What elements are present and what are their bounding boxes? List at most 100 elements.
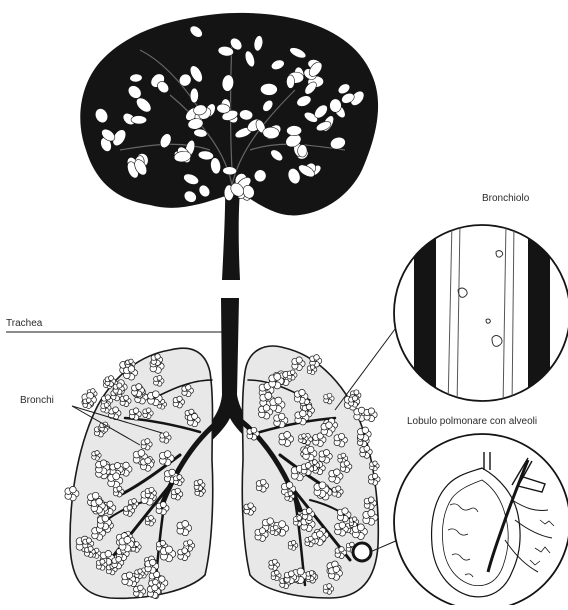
alveolus-lobe: [123, 462, 129, 468]
alveolus-lobe: [152, 585, 158, 591]
alveolus-lobe: [169, 469, 175, 475]
alveolus-lobe: [149, 487, 154, 492]
alveolus-lobe: [272, 559, 277, 564]
tree-leaf: [297, 144, 307, 157]
alveolus-lobe: [128, 366, 135, 373]
alveolus-lobe: [317, 531, 324, 538]
alveolus-lobe: [192, 413, 198, 419]
trachea-label: Trachea: [6, 318, 42, 329]
alveolus-cluster: [364, 408, 377, 422]
alveolus-lobe: [129, 359, 133, 363]
alveolus-lobe: [327, 393, 332, 398]
alveolus-lobe: [306, 508, 312, 514]
alveolus-lobe: [127, 505, 132, 510]
alveolus-lobe: [309, 571, 314, 576]
alveolus-lobe: [275, 397, 282, 404]
alveolus-lobe: [260, 479, 266, 485]
alveolus-lobe: [138, 585, 144, 591]
bronchiolo-wall-right: [528, 220, 550, 410]
alveolus-lobe: [132, 499, 137, 504]
alveolus-lobe: [339, 547, 344, 552]
tree-trunk-gap: [218, 282, 246, 296]
alveolus-lobe: [177, 396, 182, 401]
alveolus-lobe: [265, 392, 272, 399]
alveolus-lobe: [117, 486, 122, 491]
alveolus-lobe: [284, 432, 291, 439]
alveolus-lobe: [113, 473, 120, 480]
alveolus-lobe: [352, 517, 356, 521]
alveolus-lobe: [354, 390, 359, 395]
alveolus-lobe: [95, 451, 99, 455]
alveolus-lobe: [159, 576, 165, 582]
alveolus-lobe: [267, 518, 274, 525]
alveolus-lobe: [116, 557, 122, 563]
alveolus-lobe: [102, 515, 109, 522]
lobulo-detail: [394, 434, 568, 605]
alveolus-lobe: [109, 376, 114, 381]
alveolus-lobe: [323, 450, 329, 456]
alveolus-lobe: [352, 396, 357, 401]
alveolus-lobe: [152, 391, 159, 398]
alveolus-lobe: [339, 433, 345, 439]
alveolus-lobe: [344, 461, 349, 466]
alveolus-lobe: [368, 497, 374, 503]
lobulo-circle: [394, 434, 568, 605]
alveolus-lobe: [105, 395, 110, 400]
alveolus-lobe: [100, 559, 105, 564]
alveolus-lobe: [70, 486, 77, 493]
alveolus-lobe: [300, 410, 307, 417]
alveolus-lobe: [155, 354, 160, 359]
alveolus-lobe: [175, 488, 180, 493]
bronchiolo-detail: [394, 220, 568, 410]
alveolus-lobe: [302, 434, 306, 438]
alveolus-lobe: [114, 463, 120, 469]
bronchiolo-leader: [335, 325, 398, 410]
lobulo-label: Lobulo polmonare con alveoli: [407, 416, 537, 427]
alveolus-lobe: [326, 422, 333, 429]
alveolus-lobe: [182, 521, 189, 528]
alveolus-lobe: [314, 355, 320, 361]
alveolus-lobe: [296, 357, 302, 363]
lobule-marker: [353, 543, 371, 561]
alveolus-lobe: [279, 521, 286, 528]
alveolus-lobe: [274, 373, 281, 380]
alveolus-lobe: [107, 501, 113, 507]
alveolus-lobe: [305, 463, 311, 469]
alveolus-lobe: [198, 479, 203, 484]
alveolus-lobe: [290, 370, 295, 375]
alveolus-lobe: [86, 538, 91, 543]
alveolus-lobe: [334, 469, 341, 476]
alveolus-lobe: [288, 491, 293, 496]
alveolus-lobe: [291, 541, 295, 545]
alveolus-lobe: [160, 502, 166, 508]
alveolus-lobe: [86, 398, 91, 403]
bronchi-label: Bronchi: [20, 395, 54, 406]
alveolus-lobe: [297, 568, 304, 575]
alveolus-lobe: [134, 542, 139, 547]
alveolus-lobe: [368, 510, 375, 517]
alveolus-lobe: [187, 540, 192, 545]
alveolus-lobe: [357, 524, 364, 531]
alveolus-lobe: [124, 395, 129, 400]
tree-leaf: [286, 125, 302, 136]
alveolus-lobe: [274, 525, 279, 530]
alveolus-lobe: [263, 405, 270, 412]
alveolus-lobe: [153, 579, 159, 585]
alveolus-lobe: [248, 503, 254, 509]
alveolus-lobe: [342, 508, 348, 514]
alveolus-lobe: [177, 475, 182, 480]
alveolus-lobe: [113, 407, 119, 413]
alveolus-lobe: [182, 548, 188, 554]
alveolus-lobe: [124, 536, 131, 543]
alveolus-lobe: [278, 413, 285, 420]
alveolus-lobe: [362, 427, 368, 433]
alveolus-lobe: [149, 516, 154, 521]
alveolus-lobe: [319, 482, 326, 489]
alveolus-lobe: [160, 540, 165, 545]
alveolus-lobe: [136, 384, 142, 390]
alveolus-lobe: [164, 451, 171, 458]
bronchiolo-label: Bronchiolo: [482, 193, 529, 204]
alveolus-lobe: [299, 389, 305, 395]
alveolus-lobe: [286, 482, 293, 489]
bronchiolo-wall-left: [414, 220, 436, 410]
